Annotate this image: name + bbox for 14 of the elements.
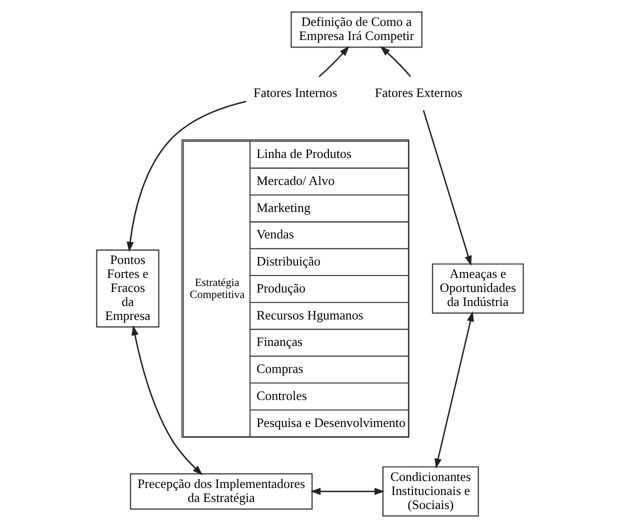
node-box: Pontos Fortes e Fracos da Empresa	[96, 250, 160, 328]
node-box: Condicionantes Institucionais e (Sociais)	[382, 466, 479, 517]
arrow	[318, 46, 350, 78]
arrow	[434, 311, 474, 469]
node-text: Fatores Internos	[253, 84, 338, 100]
node-box: Precepção dos Implementadores da Estratégia	[130, 473, 313, 510]
arrow	[422, 110, 472, 266]
arrow	[380, 46, 412, 77]
node-text: Fatores Externos	[374, 84, 462, 100]
node-box: Ameaças e Oportunidades da Indústria	[432, 263, 524, 314]
arrow	[310, 488, 385, 495]
arrow	[126, 100, 246, 252]
node-box: Definição de Como a Empresa Irá Competir	[290, 11, 422, 48]
arrow	[132, 325, 203, 476]
